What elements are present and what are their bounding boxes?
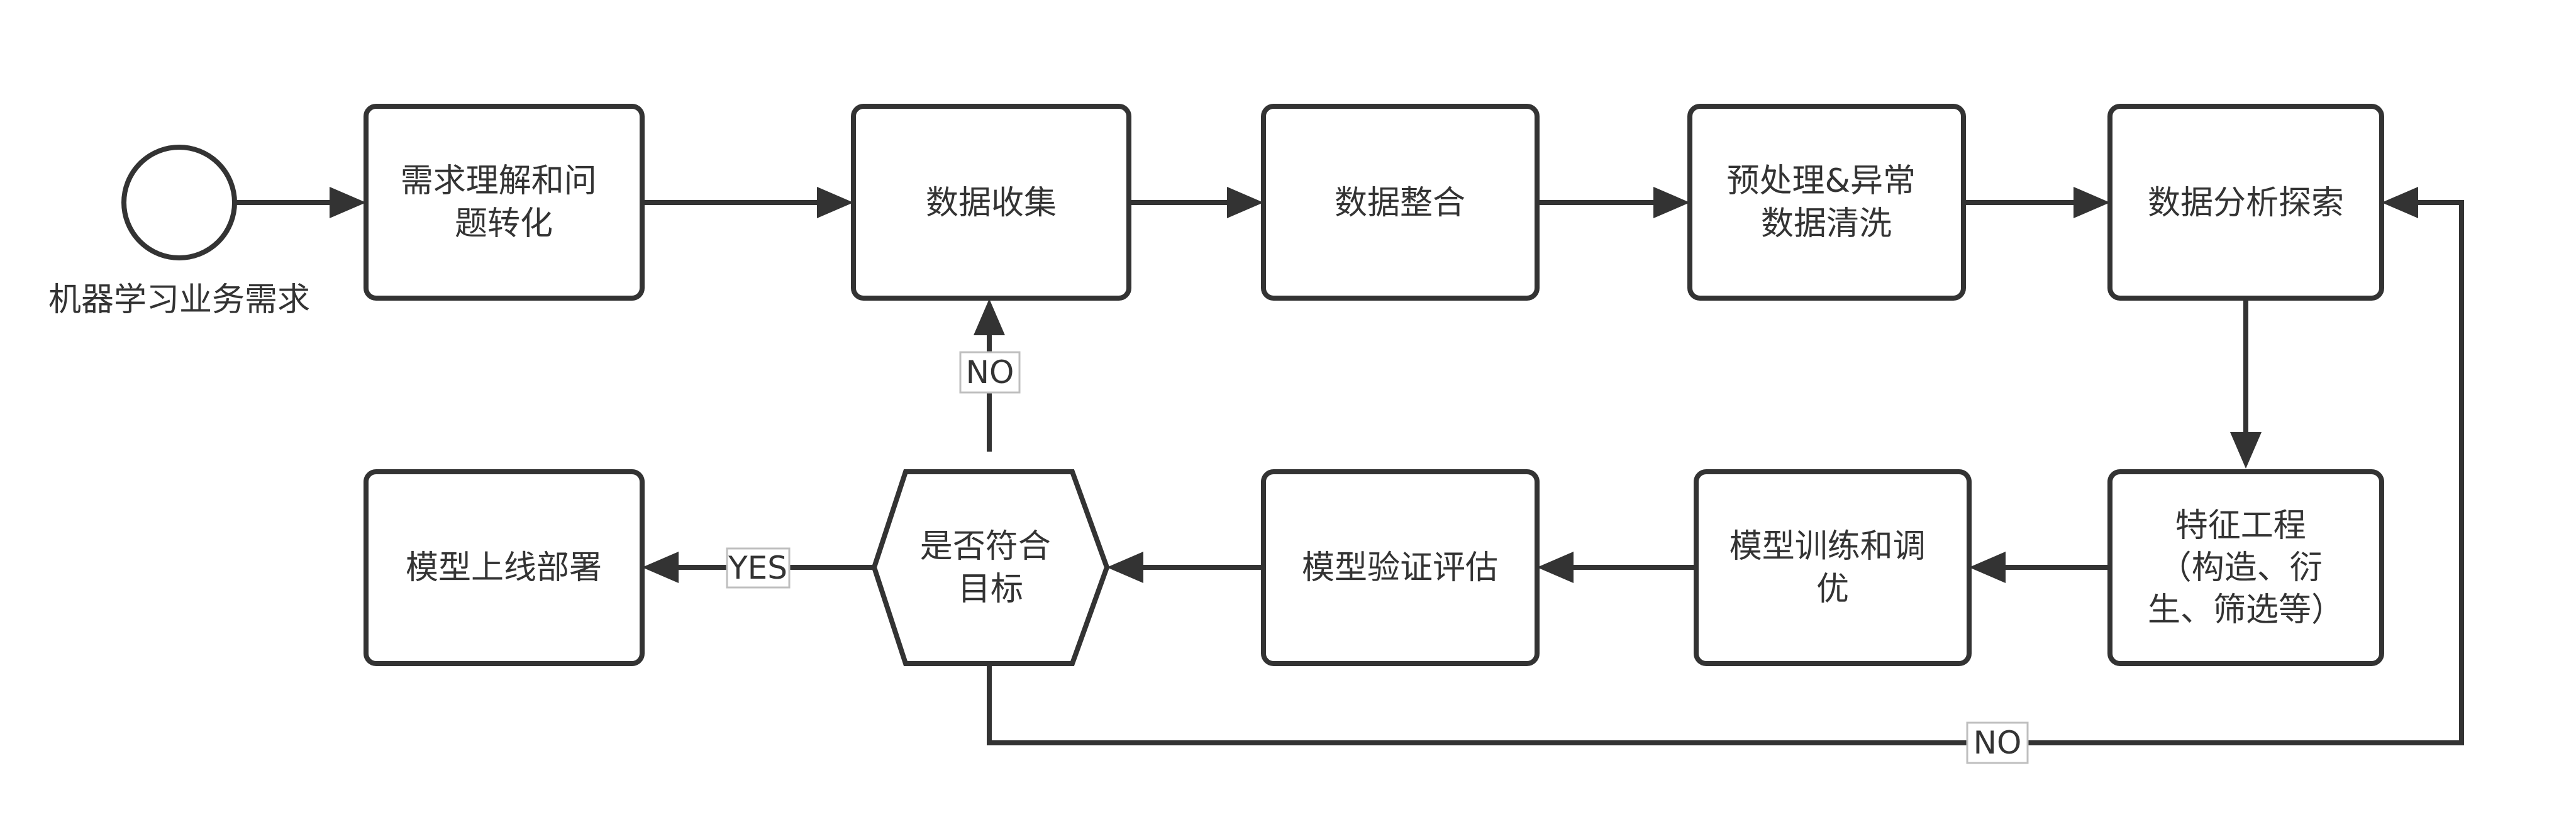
node-understanding-label: 需求理解和问 题转化 <box>401 162 608 243</box>
node-analysis: 数据分析探索 <box>2107 104 2384 301</box>
arrowhead-validation <box>1537 552 1574 583</box>
node-validation-label: 模型验证评估 <box>1302 549 1498 587</box>
edge-label-yes: YES <box>726 547 791 589</box>
arrowhead-analysis-loop <box>2382 187 2418 218</box>
edges <box>235 187 2464 745</box>
arrowhead-collection-up <box>974 299 1005 335</box>
arrowhead-integration <box>1227 187 1263 218</box>
node-deploy: 模型上线部署 <box>364 469 645 666</box>
arrowhead-analysis <box>2074 187 2110 218</box>
arrowhead-deploy <box>642 552 679 583</box>
node-integration-label: 数据整合 <box>1335 184 1465 222</box>
decision-label: 是否符合 目标 <box>920 528 1062 608</box>
arrowhead-preprocess <box>1653 187 1690 218</box>
node-collection-label: 数据收集 <box>926 184 1057 222</box>
edge-label-no-loop-text: NO <box>1974 725 2022 761</box>
arrowhead-feature <box>2230 432 2262 469</box>
start-event: 机器学习业务需求 <box>48 145 310 319</box>
node-preprocess: 预处理&异常 数据清洗 <box>1687 104 1966 301</box>
edge-label-no-up: NO <box>959 351 1021 394</box>
arrowhead-collection <box>817 187 853 218</box>
node-feature: 特征工程 （构造、衍 生、筛选等） <box>2107 469 2384 666</box>
start-caption: 机器学习业务需求 <box>48 281 310 319</box>
start-circle <box>121 145 237 260</box>
node-training: 模型训练和调 优 <box>1694 469 1972 666</box>
node-analysis-label: 数据分析探索 <box>2148 184 2344 222</box>
node-validation: 模型验证评估 <box>1261 469 1540 666</box>
node-feature-label: 特征工程 （构造、衍 生、筛选等） <box>2148 507 2344 629</box>
edge-label-no-up-text: NO <box>966 354 1014 391</box>
edge-decision-to-analysis-loop <box>987 200 2464 745</box>
edge-label-yes-text: YES <box>728 550 787 586</box>
node-training-label: 模型训练和调 优 <box>1729 528 1936 608</box>
node-integration: 数据整合 <box>1261 104 1540 301</box>
edge-label-no-loop: NO <box>1966 721 2029 764</box>
arrowhead-understanding <box>330 187 366 218</box>
node-understanding: 需求理解和问 题转化 <box>364 104 645 301</box>
node-preprocess-label: 预处理&异常 数据清洗 <box>1726 162 1926 243</box>
decision-meets-goal: 是否符合 目标 <box>871 469 1110 666</box>
arrowhead-training <box>1969 552 2006 583</box>
arrowhead-decision <box>1107 552 1143 583</box>
node-deploy-label: 模型上线部署 <box>406 549 602 587</box>
node-collection: 数据收集 <box>851 104 1131 301</box>
